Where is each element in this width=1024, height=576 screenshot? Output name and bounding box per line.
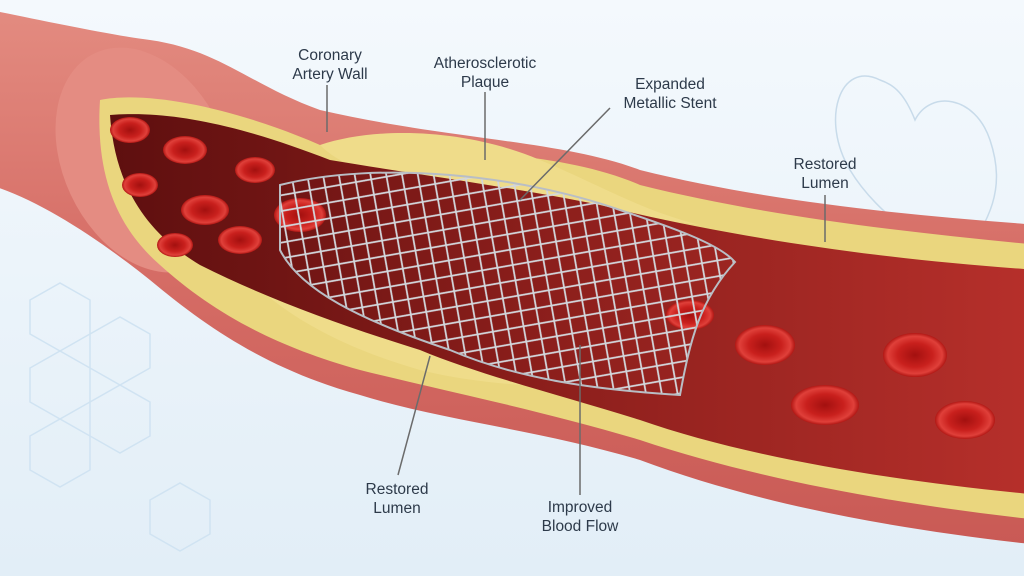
- leader-stent: [519, 107, 611, 201]
- leader-lumen-bottom: [397, 355, 431, 476]
- stent-mesh: [279, 171, 737, 397]
- hexagon-decoration: [29, 282, 211, 552]
- leader-lines: [326, 85, 826, 495]
- plaque-top: [320, 133, 700, 225]
